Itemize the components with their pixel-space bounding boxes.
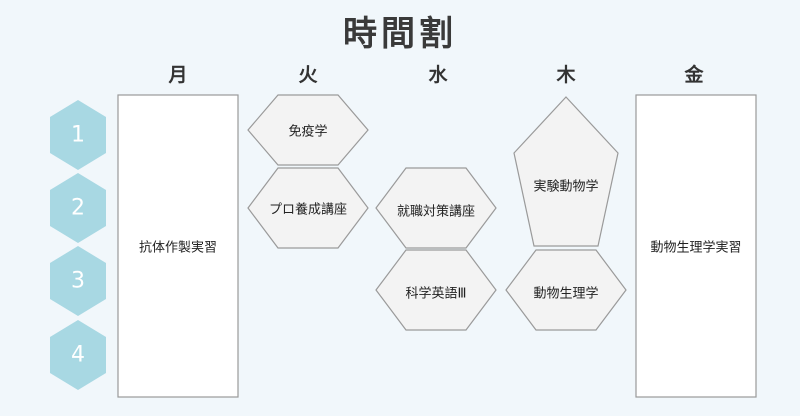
- class-label-wed-2: 就職対策講座: [396, 204, 476, 220]
- day-header-fri: 金: [684, 64, 704, 86]
- class-label-tue-2: プロ養成講座: [268, 202, 348, 218]
- class-block-fri: [635, 94, 757, 398]
- class-label-thu-3: 動物生理学: [533, 286, 599, 302]
- period-hex-3: [50, 246, 106, 316]
- class-label-thu-12: 実験動物学: [533, 179, 599, 195]
- class-label-tue-1: 免疫学: [288, 124, 328, 140]
- class-block-mon: [117, 94, 239, 398]
- class-hex-wed-3: [375, 249, 497, 331]
- page-title: 時間割: [343, 14, 457, 54]
- day-header-thu: 木: [556, 64, 576, 86]
- class-label-wed-3: 科学英語Ⅲ: [405, 286, 467, 302]
- period-number-4: 4: [71, 342, 85, 368]
- period-hex-2: [50, 173, 106, 243]
- period-number-3: 3: [71, 268, 85, 294]
- period-hex-1: [50, 100, 106, 170]
- period-number-1: 1: [71, 122, 85, 148]
- day-header-mon: 月: [168, 64, 188, 86]
- day-header-wed: 水: [428, 64, 448, 86]
- class-label-fri: 動物生理学実習: [650, 240, 742, 256]
- class-hex-thu-3: [505, 249, 627, 331]
- class-pentagon-thu-12: [513, 96, 619, 247]
- class-hex-tue-1: [247, 94, 369, 166]
- class-hex-tue-2: [247, 167, 369, 249]
- day-header-tue: 火: [298, 64, 318, 86]
- period-number-2: 2: [71, 195, 85, 221]
- period-hex-4: [50, 320, 106, 390]
- class-hex-wed-2: [375, 167, 497, 249]
- class-label-mon: 抗体作製実習: [138, 240, 218, 256]
